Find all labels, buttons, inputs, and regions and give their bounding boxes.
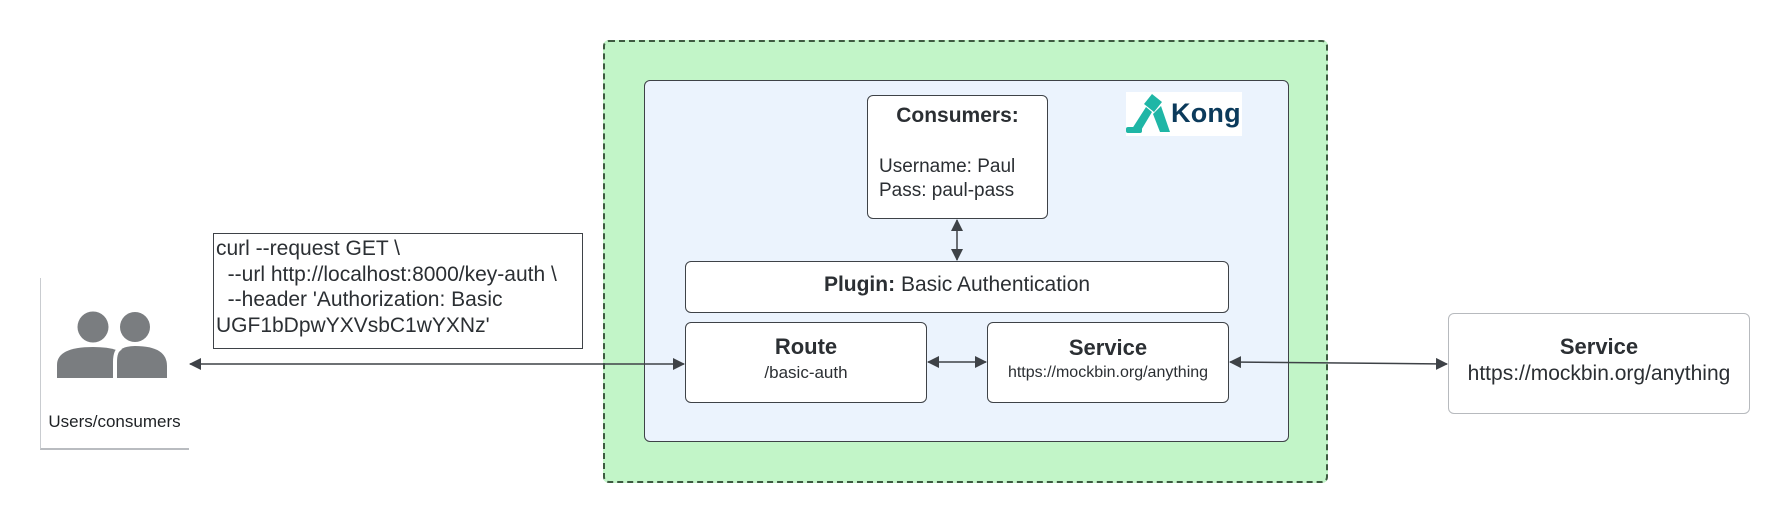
route-box: [685, 322, 927, 403]
route-path: /basic-auth: [764, 363, 848, 382]
plugin-label: Plugin:: [823, 273, 896, 296]
curl-line: UGF1bDpwYXVsbC1wYXNz': [216, 313, 490, 337]
curl-line: --header 'Authorization: Basic: [216, 288, 503, 311]
plugin-text: Plugin: Basic Authentication: [685, 273, 1229, 297]
consumers-password: Pass: paul-pass: [879, 180, 1015, 201]
curl-line: curl --request GET \: [216, 237, 400, 260]
users-panel: [40, 278, 189, 450]
external-service-url: https://mockbin.org/anything: [1467, 362, 1731, 385]
kong-logo-text: Kong: [1171, 98, 1241, 128]
consumers-box: [867, 95, 1048, 219]
consumers-username: Username: Paul: [879, 156, 1016, 177]
consumers-title: Consumers:: [896, 104, 1019, 127]
service-url: https://mockbin.org/anything: [1007, 364, 1209, 381]
kong-logo-icon: [1126, 92, 1242, 136]
plugin-name: Basic Authentication: [900, 273, 1091, 296]
plugin-box: [685, 261, 1229, 313]
users-group-icon: [57, 311, 167, 378]
service-box: [987, 322, 1229, 403]
curl-line: --url http://localhost:8000/key-auth \: [216, 262, 557, 286]
users-label: Users/consumers: [48, 412, 181, 431]
external-service-title: Service: [1559, 334, 1639, 359]
external-service-box: [1448, 313, 1750, 414]
service-title: Service: [1068, 335, 1148, 360]
route-title: Route: [774, 334, 838, 359]
curl-command-box: curl --request GET \ --url http://localh…: [213, 233, 583, 349]
